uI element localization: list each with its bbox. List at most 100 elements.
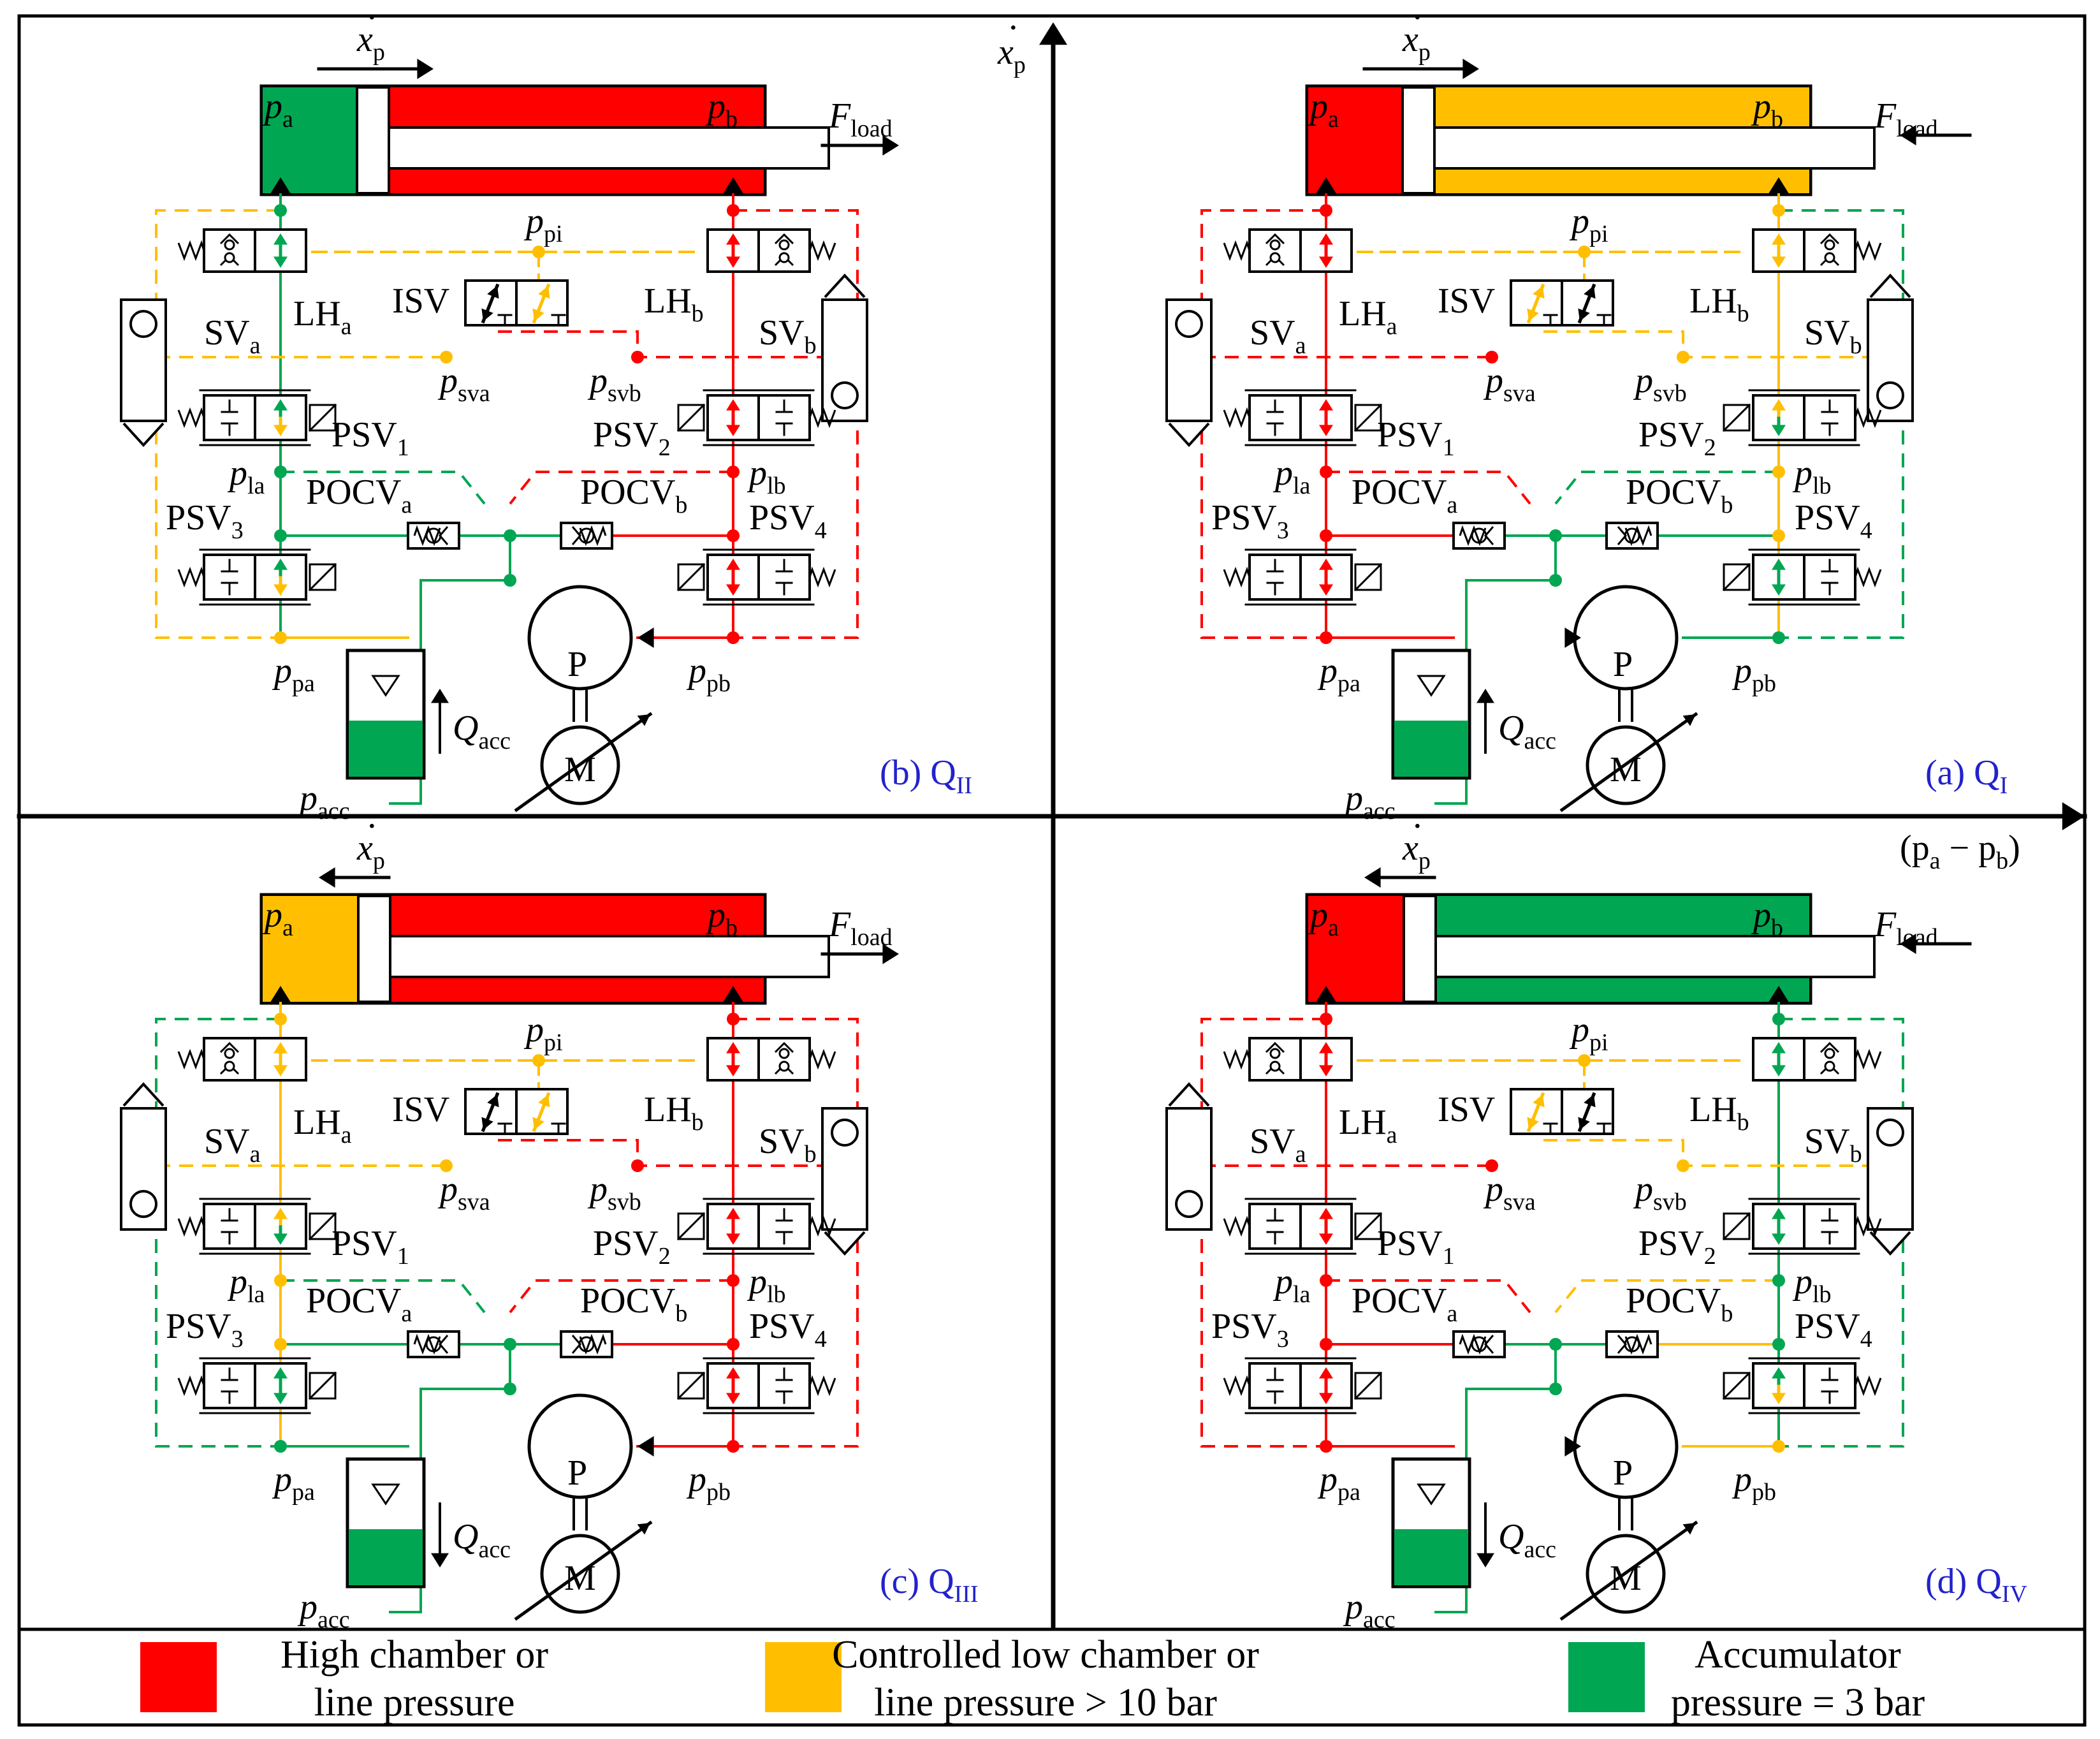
label-psv3: PSV3 [1211, 498, 1289, 544]
label-psv3: PSV3 [166, 1307, 244, 1353]
label-isv: ISV [392, 281, 449, 321]
label-xdot-dot: · [366, 0, 378, 38]
label-xdot-dot: · [366, 807, 378, 846]
arrow-head [726, 1065, 740, 1076]
line-acc [1434, 536, 1557, 805]
arrow-head [273, 1233, 288, 1245]
arrow-head [1772, 584, 1786, 596]
spring-symbol [1223, 407, 1251, 429]
arrow-head [1900, 125, 1916, 145]
label-psv1: PSV1 [1377, 1224, 1455, 1270]
seat-symbol [1168, 1082, 1210, 1107]
label-sva: SVa [1250, 1122, 1306, 1168]
junction-dot [274, 529, 287, 542]
label-psv4: PSV4 [1795, 498, 1872, 544]
label-ppi: ppi [523, 202, 563, 247]
check-symbol [224, 239, 235, 251]
gas-symbol [371, 1483, 400, 1506]
arrow-head [273, 1393, 288, 1404]
legend-swatch [1568, 1642, 1645, 1712]
arrow-head [417, 59, 434, 79]
line [308, 1371, 337, 1400]
arrow-head [431, 689, 449, 703]
spring-symbol [808, 1048, 836, 1070]
label-psv3: PSV3 [1211, 1307, 1289, 1353]
check-ball [1175, 1190, 1203, 1218]
check-ball [1175, 310, 1203, 338]
arrow-head [1900, 934, 1916, 954]
label-isv: ISV [392, 1090, 449, 1129]
label-ppa: ppa [1317, 1460, 1360, 1506]
arrow-head [1319, 1367, 1333, 1379]
spring-symbol [1854, 1048, 1882, 1070]
label-lhb: LHb [1689, 1090, 1749, 1136]
check-symbol [1819, 233, 1840, 245]
label-plb: plb [1792, 1262, 1832, 1308]
arrow-head [1364, 867, 1381, 888]
arrow-head [1319, 559, 1333, 570]
label-ppi: ppi [1569, 202, 1608, 247]
piston-rod [1433, 126, 1876, 170]
arrow-head [431, 1553, 449, 1567]
spring-symbol [1223, 1375, 1251, 1397]
seat-symbol [1484, 526, 1494, 545]
spring-symbol [808, 240, 836, 261]
label-psvb: psvb [1633, 361, 1687, 407]
junction-dot [727, 1338, 740, 1351]
seat-symbol [1617, 1335, 1627, 1354]
chamber-a [1308, 87, 1403, 193]
junction-dot [1578, 246, 1591, 258]
check-symbol [224, 1060, 235, 1072]
label-pocva: POCVa [306, 1281, 412, 1327]
y-axis-label: xp [997, 33, 1026, 78]
arrow-head [882, 135, 899, 156]
label-pacc: pacc [297, 779, 350, 825]
arrow-head [726, 1367, 740, 1379]
arrow-head [723, 986, 743, 1002]
label-pa: pa [262, 895, 293, 941]
arrow-head [1578, 1117, 1590, 1130]
junction-dot [1485, 1159, 1498, 1172]
line [308, 1212, 337, 1241]
check-symbol [778, 1060, 790, 1072]
seat-symbol [122, 1082, 164, 1107]
label-svb: SVb [759, 313, 817, 359]
junction-dot [440, 351, 453, 363]
pocv-pilot-b [509, 471, 733, 505]
spring-symbol [413, 1333, 441, 1355]
arrow-head [638, 627, 654, 648]
pocv-pilot-a [281, 1279, 486, 1314]
label-pla: pla [227, 1262, 265, 1308]
spring-symbol [177, 566, 205, 588]
arrow-head [726, 1233, 740, 1245]
arrow-head [726, 584, 740, 596]
label-sva: SVa [1250, 313, 1306, 359]
check-symbol [778, 252, 790, 263]
label-ppa: ppa [272, 1460, 315, 1506]
quadrant-caption: (c) QIII [880, 1562, 979, 1608]
seat-symbol [1168, 422, 1210, 447]
junction-dot [504, 1338, 516, 1351]
piston [357, 895, 391, 1003]
junction-dot [1320, 631, 1332, 644]
label-psva: psva [1483, 1170, 1536, 1215]
arrow-head [1772, 1208, 1786, 1219]
junction-dot [727, 1013, 740, 1025]
quadrant-caption: (b) QII [880, 753, 972, 799]
line-acc [389, 1344, 511, 1613]
junction-dot [727, 631, 740, 644]
piston [1401, 86, 1436, 194]
arrow-head [1772, 1065, 1786, 1076]
arrow-head [1527, 308, 1539, 321]
pocv-pilot-b [1554, 1279, 1779, 1314]
label-pacc: pacc [1343, 779, 1396, 825]
junction-dot [1772, 204, 1785, 217]
arrow-head [319, 867, 335, 888]
arrow-head [273, 1208, 288, 1219]
junction-dot [274, 1338, 287, 1351]
spring-symbol [808, 1215, 836, 1237]
check-symbol [1269, 252, 1281, 263]
